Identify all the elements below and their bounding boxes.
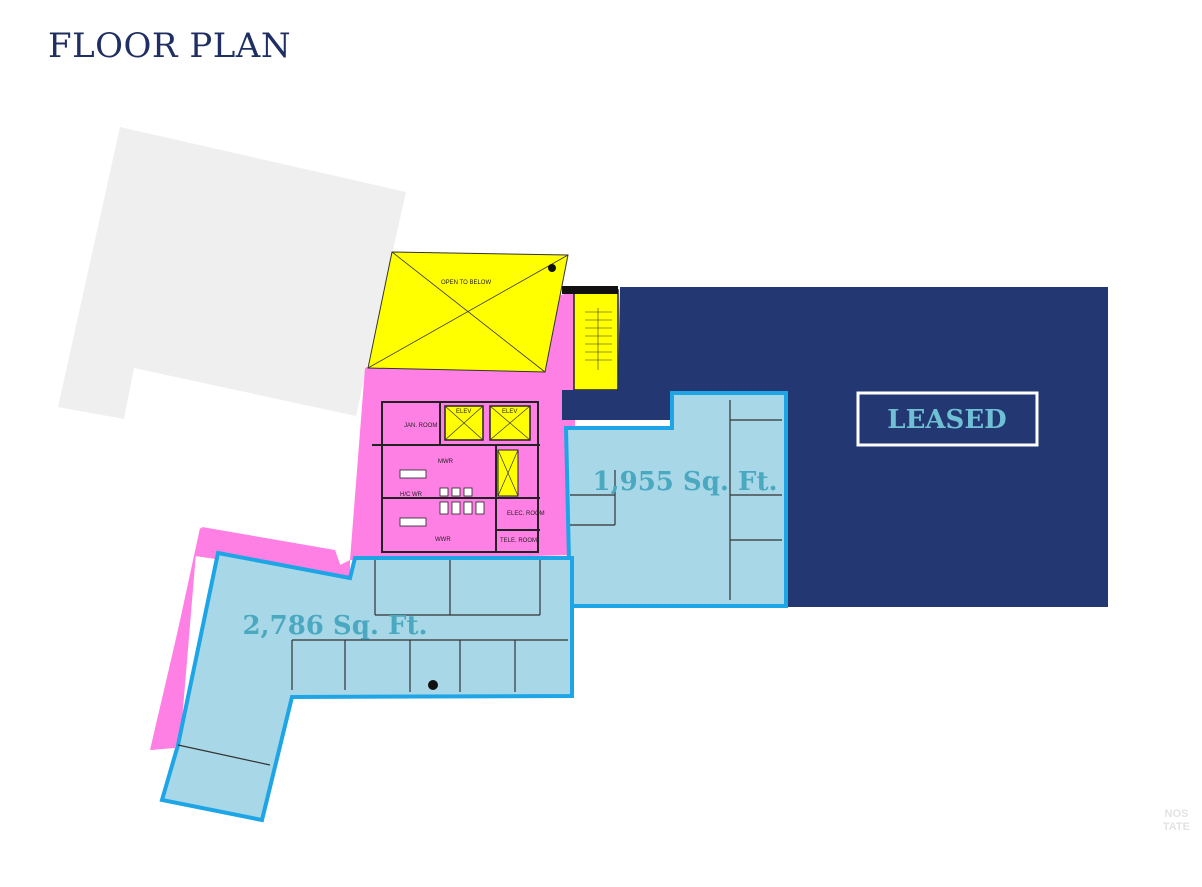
watermark-line-2: TATE [1162, 821, 1190, 833]
wwr-label: WWR [435, 537, 451, 543]
suite-2786-area-label: 2,786 Sq. Ft. [242, 611, 427, 641]
hc-wr-label: H/C WR [400, 492, 423, 498]
elevator-1-label: ELEV [456, 409, 471, 415]
elec-room-label: ELEC. ROOM [507, 511, 545, 517]
open-to-below-label: OPEN TO BELOW [441, 280, 491, 286]
leased-label: LEASED [887, 405, 1006, 435]
watermark-line-1: NOS [1164, 808, 1189, 820]
adjacent-building [58, 127, 406, 419]
jan-room-label: JAN. ROOM [404, 423, 437, 429]
core-rooms [372, 401, 540, 553]
mwr-label: MWR [438, 459, 454, 465]
elevator-2-label: ELEV [502, 409, 517, 415]
leased-space [562, 287, 1108, 607]
leased-box [856, 391, 1039, 447]
tele-room-label: TELE. ROOM [500, 538, 537, 544]
page-title: FLOOR PLAN [48, 26, 292, 66]
suite-1955-area-label: 1,955 Sq. Ft. [592, 467, 777, 497]
suite-1955[interactable] [563, 391, 788, 608]
common-area [152, 290, 575, 750]
common-area-west-strip [150, 527, 345, 750]
watermark-logo: NOS TATE [1163, 808, 1190, 834]
suite-2786[interactable] [159, 550, 574, 823]
stair-core [573, 289, 619, 391]
